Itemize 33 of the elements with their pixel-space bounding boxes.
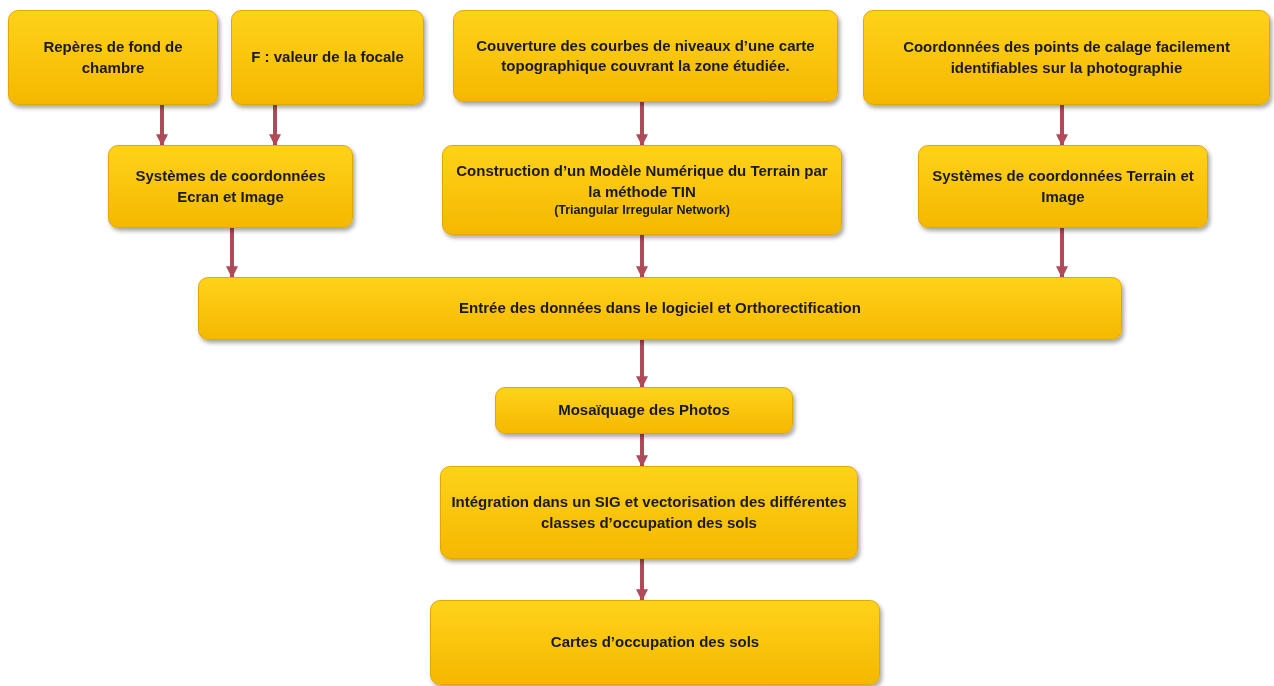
process-box — [453, 10, 838, 102]
process-box — [495, 387, 793, 434]
box-text: Cartes d’occupation des sols — [550, 632, 760, 653]
arrow — [1056, 105, 1068, 147]
box-text: F : valeur de la focale — [251, 47, 404, 68]
arrow — [1056, 228, 1068, 279]
box-text: Systèmes de coordonnées Ecran et Image — [134, 166, 327, 207]
box-text: Intégration dans un SIG et vectorisation des différentes classes d’occupation des sols — [451, 492, 847, 533]
process-box — [863, 10, 1270, 105]
process-box — [442, 145, 842, 235]
box-text: Systèmes de coordonnées Terrain et Image — [931, 166, 1195, 207]
arrow — [636, 559, 648, 602]
process-box — [918, 145, 1208, 228]
arrow — [636, 340, 648, 389]
box-text: Entrée des données dans le logiciel et Orthorectification — [459, 298, 861, 319]
arrow — [226, 228, 238, 279]
process-box — [198, 277, 1122, 340]
process-box — [8, 10, 218, 105]
arrow — [636, 434, 648, 468]
box-text: Construction d’un Modèle Numérique du Terrain par la méthode TIN — [455, 161, 829, 202]
box-text: Coordonnées des points de calage facilement identifiables sur la photographie — [902, 37, 1231, 78]
arrow — [156, 105, 168, 147]
process-box — [440, 466, 858, 559]
box-subtitle: (Triangular Irregular Network) — [554, 201, 730, 219]
arrow — [269, 105, 281, 147]
arrow — [636, 102, 648, 147]
process-box — [430, 600, 880, 685]
process-box — [108, 145, 353, 228]
process-box — [231, 10, 424, 105]
box-text: Couverture des courbes de niveaux d’une carte topographique couvrant la zone étudiée. — [475, 35, 816, 76]
box-text: Repères de fond de chambre — [42, 37, 184, 78]
box-text: Mosaïquage des Photos — [558, 400, 730, 421]
arrow — [636, 235, 648, 279]
